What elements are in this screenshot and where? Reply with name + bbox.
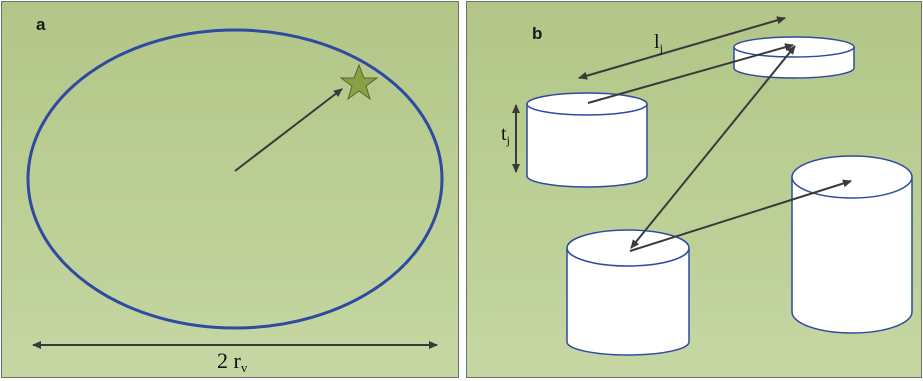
- thickness-label: tj: [501, 123, 510, 147]
- cylinder-bottom-left: [566, 229, 690, 356]
- panel-b: b: [466, 1, 922, 378]
- diameter-label: 2 rv: [217, 348, 248, 375]
- path-arrow-bottomleft-to-right: [629, 179, 852, 252]
- panel-b-diagram: lj tj: [501, 16, 913, 356]
- star-icon: [339, 63, 379, 101]
- length-label: lj: [654, 31, 663, 55]
- radius-arrow: [234, 88, 343, 172]
- path-arrow-topright-to-bottomleft: [630, 45, 796, 249]
- cylinder-left: [526, 92, 648, 188]
- region-ellipse: [26, 28, 444, 330]
- panel-a: a 2 rv: [1, 1, 459, 378]
- cylinder-right: [791, 155, 913, 334]
- panel-a-diagram: 2 rv: [26, 28, 444, 375]
- panel-b-label: b: [532, 24, 543, 43]
- panel-a-label: a: [36, 15, 46, 34]
